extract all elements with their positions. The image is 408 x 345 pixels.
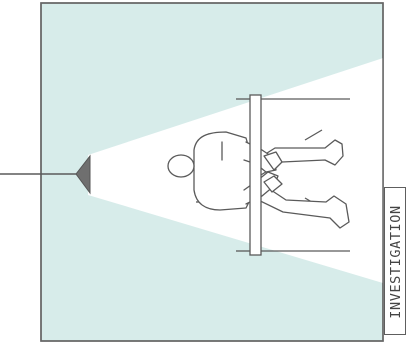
lamp-icon: [75, 154, 91, 195]
table: [236, 94, 350, 256]
investigation-label-tab: INVESTIGATION: [384, 187, 406, 335]
investigation-label: INVESTIGATION: [388, 205, 404, 319]
